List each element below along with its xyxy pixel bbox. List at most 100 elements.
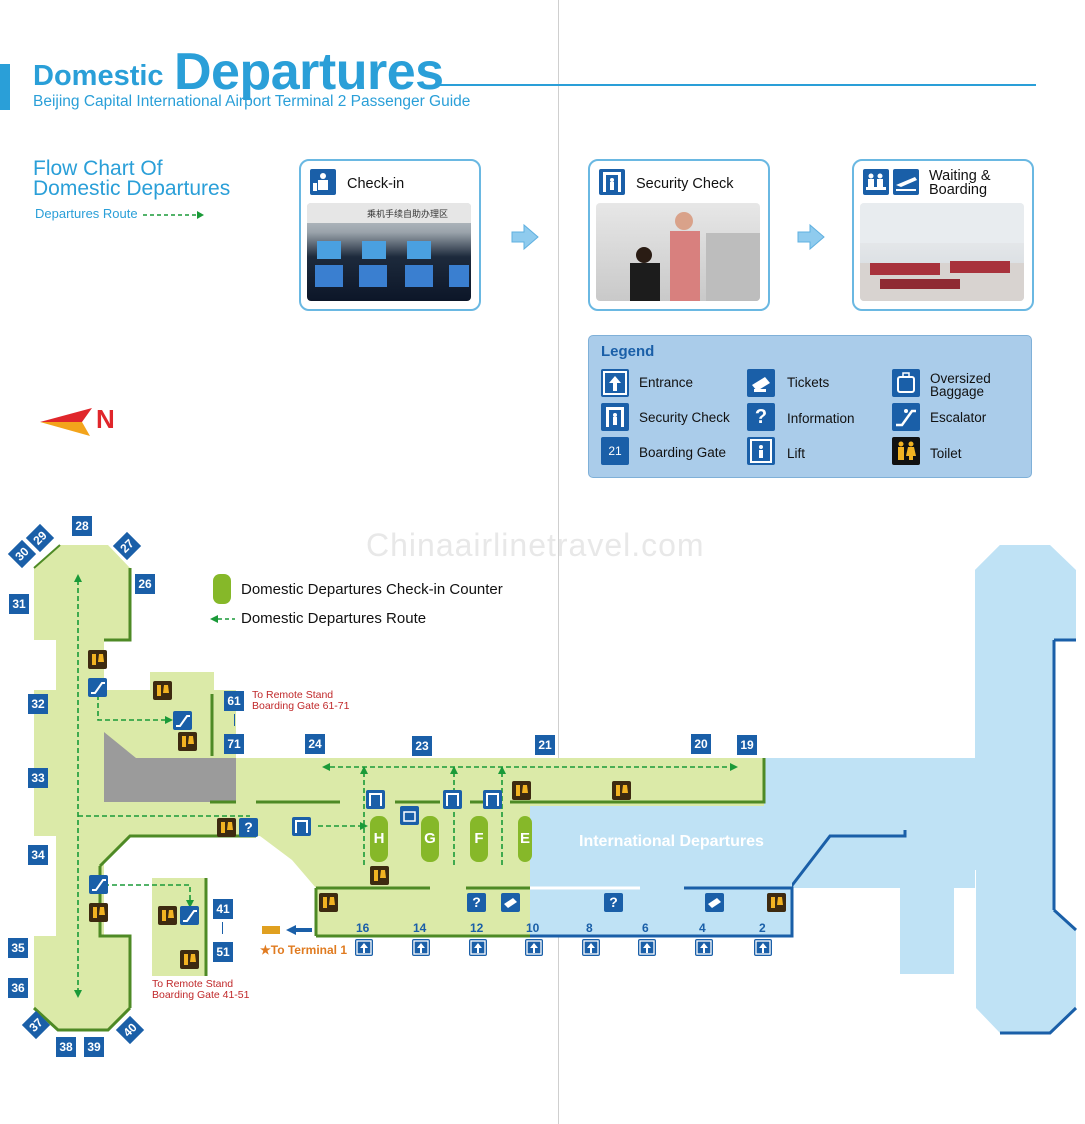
gate-51: 51 <box>213 942 233 962</box>
legend-information-label: Information <box>787 411 855 426</box>
gate-34: 34 <box>28 845 48 865</box>
remote-41-line2: Boarding Gate 41-51 <box>152 989 250 1001</box>
remote-stand-41-note: To Remote Stand Boarding Gate 41-51 <box>152 979 249 1001</box>
north-label: N <box>96 404 115 434</box>
international-block <box>900 876 954 974</box>
entrance-number-16: 16 <box>356 921 370 935</box>
domestic-checkin-hall <box>250 802 530 888</box>
watermark: Chinaairlinetravel.com <box>366 527 705 563</box>
lift-icon <box>747 437 775 465</box>
international-pier <box>830 545 1076 1033</box>
gate-range-line-61-71 <box>234 714 235 726</box>
international-border-inner <box>788 830 907 889</box>
tickets-icon <box>501 893 520 912</box>
legend-toilet-label: Toilet <box>930 446 962 461</box>
legend-oversized-baggage-label: Oversized Baggage <box>930 372 991 399</box>
domestic-border-mid <box>98 834 256 868</box>
domestic-border-low <box>98 866 132 1008</box>
escalator-icon <box>180 906 199 925</box>
title-departures: Departures <box>174 43 444 101</box>
security-check-icon <box>443 790 462 809</box>
subtitle: Beijing Capital International Airport Te… <box>33 93 471 110</box>
escalator-icon <box>173 711 192 730</box>
escalator-icon <box>892 403 920 431</box>
dashed-arrow-icon <box>143 210 205 219</box>
legend-panel: Legend Entrance Security Check 21 Boardi… <box>588 335 1032 478</box>
entrance-icon <box>412 939 430 956</box>
gate-39: 39 <box>84 1037 104 1057</box>
flow-arrow-1-icon <box>510 223 540 256</box>
gate-33: 33 <box>28 768 48 788</box>
waiting-area-photo <box>860 203 1024 301</box>
to-terminal-1-label: ★To Terminal 1 <box>260 943 347 957</box>
gate-21: 21 <box>535 735 555 755</box>
north-arrow-icon <box>40 405 96 442</box>
domestic-border-left-top <box>33 544 61 569</box>
toilet-icon <box>153 681 172 700</box>
counter-G: G <box>421 816 439 862</box>
gate-38: 38 <box>56 1037 76 1057</box>
remote-stand-61-note: To Remote Stand Boarding Gate 61-71 <box>252 690 349 712</box>
title-accent-bar <box>0 64 10 110</box>
gate-26: 26 <box>135 574 155 594</box>
toilet-icon <box>158 906 177 925</box>
security-check-icon <box>599 169 625 195</box>
gate-71: 71 <box>224 734 244 754</box>
toilet-icon <box>892 437 920 465</box>
entrance-icon <box>355 939 373 956</box>
entrance-number-8: 8 <box>586 921 593 935</box>
international-border-pier <box>1000 1006 1078 1035</box>
check-in-icon <box>310 169 336 195</box>
route-key-label: Domestic Departures Route <box>241 610 427 627</box>
gate-range-line-41-51 <box>222 922 223 934</box>
waiting-boarding-label: Waiting & Boarding <box>929 168 991 198</box>
remote-41-line1: To Remote Stand <box>152 978 234 990</box>
legend-entrance-label: Entrance <box>639 375 694 390</box>
security-check-icon <box>601 403 629 431</box>
gate-19: 19 <box>737 735 757 755</box>
toilet-icon <box>512 781 531 800</box>
gate-31: 31 <box>9 594 29 614</box>
toilet-icon <box>370 866 389 885</box>
information-icon: ? <box>239 818 258 837</box>
entrance-number-12: 12 <box>470 921 484 935</box>
gate-23: 23 <box>412 736 432 756</box>
toilet-icon <box>767 893 786 912</box>
flow-step-check-in: Check-in 乘机手续自助办理区 <box>299 159 481 311</box>
domestic-border-concourse <box>510 758 766 804</box>
check-in-label: Check-in <box>347 176 405 192</box>
entrance-icon <box>601 369 629 397</box>
legend-security-check-label: Security Check <box>639 410 730 425</box>
waiting-icon <box>863 169 889 195</box>
departures-route <box>77 580 730 990</box>
flow-arrow-2-icon <box>796 223 826 256</box>
security-check-label: Security Check <box>636 176 734 192</box>
check-in-photo: 乘机手续自助办理区 <box>307 203 471 301</box>
entrance-number-14: 14 <box>413 921 427 935</box>
escalator-icon <box>88 678 107 697</box>
flow-title-line1: Flow Chart Of <box>33 157 163 180</box>
gray-block <box>104 732 236 802</box>
page-fold-line <box>558 0 559 1124</box>
toilet-icon <box>178 732 197 751</box>
departures-route-key: Departures Route <box>35 206 205 221</box>
entrance-icon <box>695 939 713 956</box>
route-arrowheads <box>74 574 738 998</box>
toilet-icon <box>612 781 631 800</box>
legend-boarding-gate-label: Boarding Gate <box>639 445 727 460</box>
counter-E: E <box>518 816 532 862</box>
information-icon: ? <box>747 403 775 431</box>
terminal1-sign <box>262 926 280 934</box>
escalator-icon <box>89 875 108 894</box>
counter-F: F <box>470 816 488 862</box>
entrance-icon <box>638 939 656 956</box>
security-check-icon <box>483 790 502 809</box>
gate-28: 28 <box>72 516 92 536</box>
flow-title-line2: Domestic Departures <box>33 177 231 200</box>
security-check-photo <box>596 203 760 301</box>
flow-step-security-check: Security Check <box>588 159 770 311</box>
entrance-number-4: 4 <box>699 921 706 935</box>
waiting-label-line1: Waiting & <box>929 168 991 184</box>
entrance-number-6: 6 <box>642 921 649 935</box>
